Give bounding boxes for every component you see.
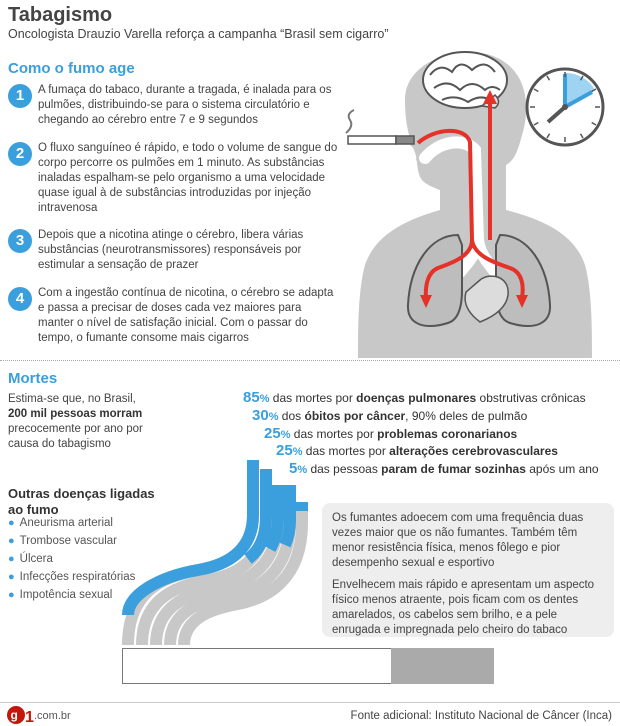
disease-item: ●Impotência sexual <box>8 589 113 601</box>
clock-icon <box>525 67 605 147</box>
step-2: 2 O fluxo sanguíneo é rápido, e todo o v… <box>8 142 338 214</box>
disease-item: ●Infecções respiratórias <box>8 571 136 583</box>
heart-icon <box>464 275 509 323</box>
deaths-intro-bold: 200 mil pessoas morram <box>8 408 143 420</box>
step-1: 1 A fumaça do tabaco, durante a tragada,… <box>8 84 338 132</box>
deaths-intro-pre: Estima-se que, no Brasil, <box>8 393 136 405</box>
step-number: 2 <box>8 142 32 166</box>
step-3: 3 Depois que a nicotina atinge o cérebro… <box>8 229 338 274</box>
step-text: Depois que a nicotina atinge o cérebro, … <box>38 229 304 271</box>
disease-item: ●Trombose vascular <box>8 535 118 547</box>
section-title-how-smoke-works: Como o fumo age <box>8 60 135 77</box>
other-diseases-title: Outras doenças ligadas ao fumo <box>8 486 155 517</box>
section-divider <box>0 360 620 361</box>
deaths-intro-post: precocemente por ano por causa do tabagi… <box>8 423 143 450</box>
page-title: Tabagismo <box>8 4 113 26</box>
section-title-deaths: Mortes <box>8 370 58 387</box>
logo-domain: .com.br <box>34 710 71 722</box>
step-text: O fluxo sanguíneo é rápido, e todo o vol… <box>38 142 338 214</box>
step-text: Com a ingestão contínua de nicotina, o c… <box>38 287 334 344</box>
step-number: 3 <box>8 229 32 253</box>
stats-bars-graphic <box>122 460 308 646</box>
stat-item: 5% das pessoas param de fumar sozinhas a… <box>289 460 599 477</box>
step-number: 4 <box>8 287 32 311</box>
disease-item: ●Úlcera <box>8 553 53 565</box>
info-paragraph: Envelhecem mais rápido e apresentam um a… <box>332 579 595 636</box>
info-box: Os fumantes adoecem com uma frequência d… <box>322 503 614 637</box>
deaths-intro: Estima-se que, no Brasil, 200 mil pessoa… <box>8 392 158 452</box>
footer-divider <box>0 702 620 703</box>
stat-item: 85% das mortes por doenças pulmonares ob… <box>243 389 586 406</box>
bottom-bar-fill <box>391 648 494 684</box>
page-subtitle: Oncologista Drauzio Varella reforça a ca… <box>8 27 389 41</box>
stat-item: 25% das mortes por alterações cerebrovas… <box>276 442 558 459</box>
step-4: 4 Com a ingestão contínua de nicotina, o… <box>8 287 338 347</box>
brain-icon <box>422 51 508 109</box>
source-credit: Fonte adicional: Instituto Nacional de C… <box>350 710 612 722</box>
stat-item: 30% dos óbitos por câncer, 90% deles de … <box>252 407 528 424</box>
cigarette-icon <box>345 109 415 145</box>
svg-text:g: g <box>11 708 18 722</box>
stat-item: 25% das mortes por problemas coronariano… <box>264 425 518 442</box>
svg-text:1: 1 <box>25 709 34 725</box>
info-paragraph: Os fumantes adoecem com uma frequência d… <box>332 512 584 569</box>
body-illustration <box>345 51 605 358</box>
step-text: A fumaça do tabaco, durante a tragada, é… <box>38 84 332 126</box>
step-number: 1 <box>8 84 32 108</box>
disease-item: ●Aneurisma arterial <box>8 517 113 529</box>
g1-logo-icon: g 1 <box>7 706 34 725</box>
